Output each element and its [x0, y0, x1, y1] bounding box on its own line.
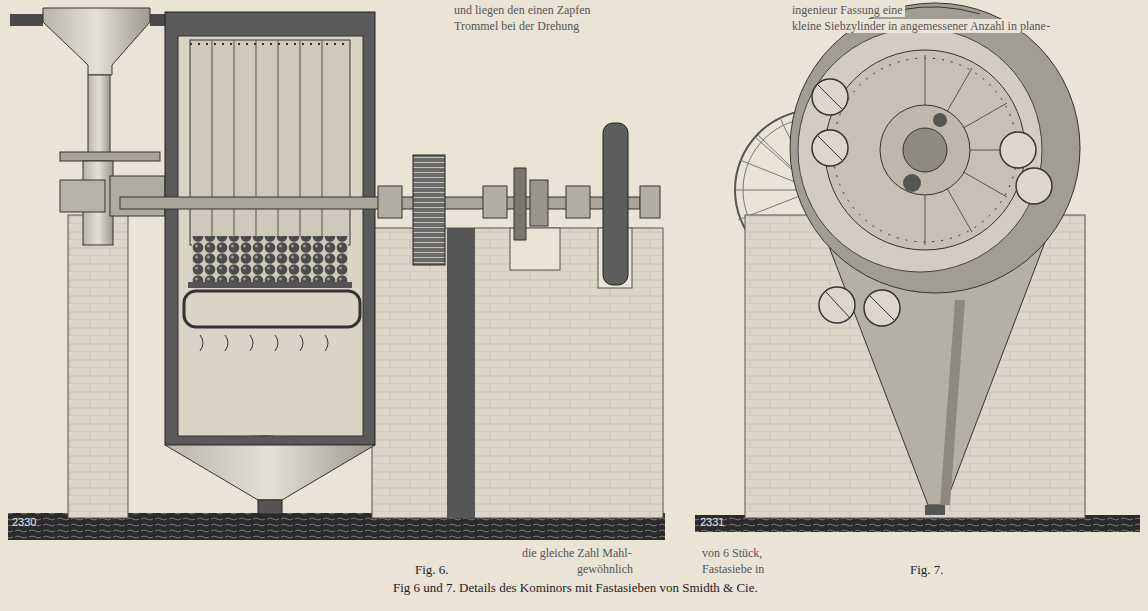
text-fragment: ingenieur Fassung eine: [790, 3, 905, 17]
text-fragment: Fastasiebe in: [700, 562, 766, 576]
figure-label: Fig. 6.: [415, 562, 449, 578]
plate-number: 2331: [700, 516, 724, 529]
text-fragment: kleine Siebzylinder in angemessener Anza…: [790, 19, 1052, 33]
text-fragment: und liegen den einen Zapfen: [452, 3, 593, 17]
text-fragment: gewöhnlich: [575, 562, 635, 576]
text-fragment: von 6 Stück,: [700, 546, 764, 560]
text-fragment: Trommel bei der Drehung: [452, 19, 581, 33]
plate-number: 2330: [12, 516, 36, 529]
figure-label: Fig. 7.: [910, 562, 944, 578]
text-fragment: die gleiche Zahl Mahl-: [520, 546, 634, 560]
figure-caption: Fig 6 und 7. Details des Kominors mit Fa…: [393, 580, 758, 596]
